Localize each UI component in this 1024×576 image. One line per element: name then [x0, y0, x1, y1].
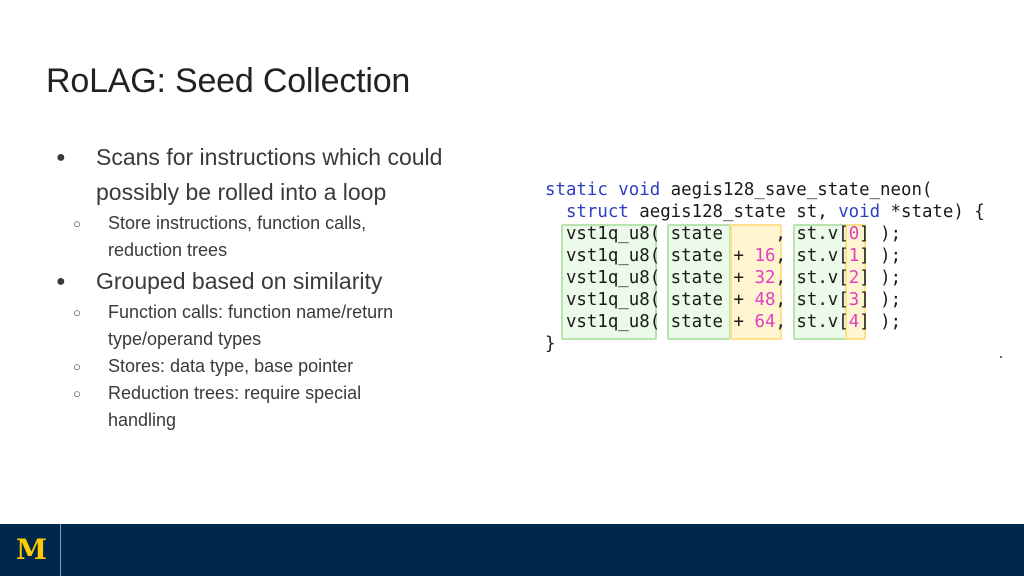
bullet-item: ● Scans for instructions which could pos… [56, 140, 496, 210]
code-function: vst1q_u8( [565, 290, 661, 310]
code-line: vst1q_u8( state + 32, st.v[2] ); [565, 268, 902, 288]
sub-bullet-glyph: ○ [73, 216, 81, 231]
code-offset: 16 [754, 246, 776, 266]
code-field: st.v[ [796, 312, 849, 332]
code-index: 3 [848, 290, 860, 310]
code-index: 4 [848, 312, 860, 332]
footer-divider [60, 524, 61, 576]
code-operator: + [733, 246, 744, 266]
code-arg: state [670, 268, 724, 288]
code-index: 2 [848, 268, 860, 288]
code-text: *state) { [880, 202, 985, 222]
sub-bullet-text-line: reduction trees [108, 240, 228, 260]
code-text: aegis128_save_state_neon( [660, 180, 933, 200]
code-snippet: static void aegis128_save_state_neon( st… [545, 179, 985, 355]
code-keyword: static void [545, 180, 661, 200]
code-line: vst1q_u8( state + 16, st.v[1] ); [565, 246, 902, 266]
bullet-glyph: ● [56, 149, 66, 166]
code-operator: + [733, 312, 744, 332]
sub-bullet-text-line: Reduction trees: require special [108, 383, 362, 403]
highlight-base-pointer-column [667, 224, 731, 340]
sub-bullet-item: ○ Function calls: function name/return t… [16, 299, 496, 353]
highlight-function-column [561, 224, 657, 340]
bullet-glyph: ● [56, 273, 66, 290]
code-line: vst1q_u8( state + 48, st.v[3] ); [565, 290, 902, 310]
code-arg: state [670, 290, 724, 310]
sub-bullet-glyph: ○ [73, 305, 81, 320]
code-function: vst1q_u8( [565, 268, 661, 288]
code-function: vst1q_u8( [565, 224, 661, 244]
code-function: vst1q_u8( [565, 246, 661, 266]
sub-bullet-text-line: handling [108, 410, 177, 430]
code-line: vst1q_u8( state , st.v[0] ); [565, 224, 902, 244]
code-field: st.v[ [796, 290, 849, 310]
code-text: ] ); [859, 268, 902, 288]
code-index: 0 [848, 224, 860, 244]
bullet-text-line: possibly be rolled into a loop [96, 179, 387, 205]
sub-bullet-text-line: type/operand types [108, 329, 262, 349]
code-closing-brace: } [545, 334, 556, 354]
code-line: vst1q_u8( state + 64, st.v[4] ); [565, 312, 902, 332]
code-text: ] ); [859, 246, 902, 266]
code-text: ] ); [859, 224, 902, 244]
slide-title: RoLAG: Seed Collection [46, 62, 411, 100]
code-index: 1 [848, 246, 860, 266]
code-field: st.v[ [796, 268, 849, 288]
sub-bullet-glyph: ○ [73, 359, 81, 374]
code-operator: + [733, 290, 744, 310]
code-offset: 48 [754, 290, 776, 310]
code-text: aegis128_state st, [628, 202, 839, 222]
university-logo: M [16, 533, 47, 566]
code-field: st.v[ [796, 246, 849, 266]
code-arg: state [670, 246, 724, 266]
code-text: ] ); [859, 312, 902, 332]
code-field: st.v[ [796, 224, 849, 244]
code-keyword: struct [565, 202, 629, 222]
code-arg: state [670, 312, 724, 332]
code-keyword: void [838, 202, 881, 222]
sub-bullet-text-line: Function calls: function name/return [108, 302, 394, 322]
code-offset: 32 [754, 268, 776, 288]
sub-bullet-glyph: ○ [73, 386, 81, 401]
code-operator: + [733, 268, 744, 288]
sub-bullet-text-line: Stores: data type, base pointer [108, 356, 354, 376]
stray-dot [1000, 356, 1002, 358]
code-offset: 64 [754, 312, 776, 332]
sub-bullet-item: ○ Stores: data type, base pointer [16, 353, 496, 380]
bullet-list: ● Scans for instructions which could pos… [56, 140, 496, 434]
bullet-text-line: Grouped based on similarity [96, 268, 383, 294]
footer-bar: M [0, 524, 1024, 576]
highlight-index-column [845, 224, 866, 340]
bullet-item: ● Grouped based on similarity [56, 264, 496, 299]
sub-bullet-text-line: Store instructions, function calls, [108, 213, 367, 233]
code-text: ] ); [859, 290, 902, 310]
highlight-offset-column [730, 224, 782, 340]
sub-bullet-item: ○ Reduction trees: require special handl… [16, 380, 496, 434]
bullet-text-line: Scans for instructions which could [96, 144, 443, 170]
code-arg: state [670, 224, 724, 244]
sub-bullet-item: ○ Store instructions, function calls, re… [16, 210, 496, 264]
code-function: vst1q_u8( [565, 312, 661, 332]
